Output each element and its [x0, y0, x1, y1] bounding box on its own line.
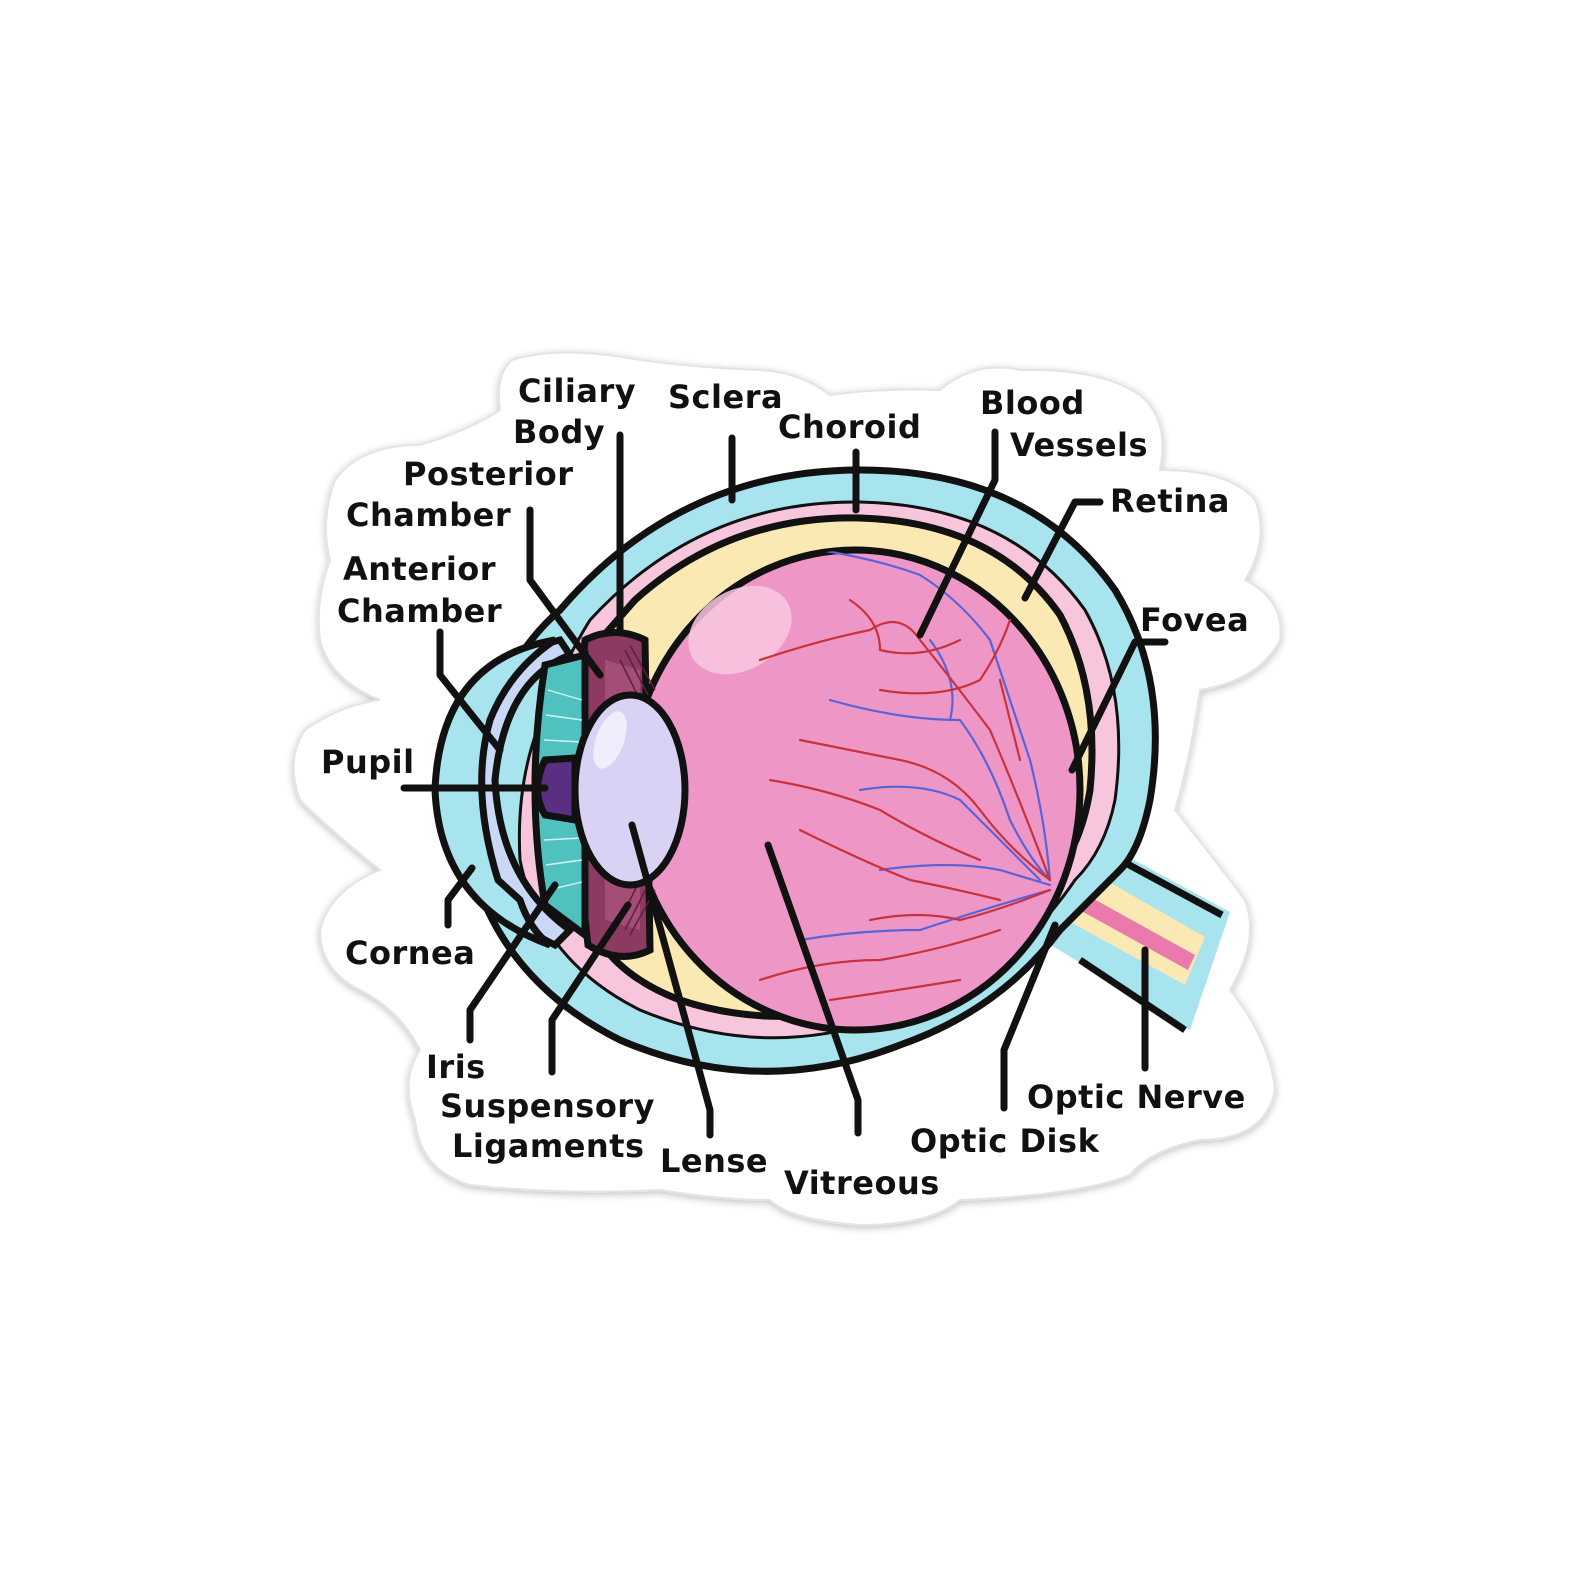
- labels: Ciliary Body Sclera Choroid Blood Vessel…: [321, 372, 1249, 1202]
- label-cornea: Cornea: [345, 934, 475, 972]
- leader-suspensory-ligaments: [548, 901, 632, 1076]
- label-iris: Iris: [426, 1048, 486, 1086]
- leader-vitreous: [764, 841, 862, 1137]
- label-sclera: Sclera: [668, 378, 783, 416]
- label-fovea: Fovea: [1140, 601, 1249, 639]
- leader-retina: [1021, 498, 1104, 602]
- leader-iris: [466, 881, 559, 1044]
- label-optic-nerve: Optic Nerve: [1027, 1078, 1246, 1116]
- label-vitreous: Vitreous: [784, 1164, 940, 1202]
- label-posterior-chamber-line1: Posterior: [403, 455, 574, 493]
- label-suspensory-ligaments-line1: Suspensory: [440, 1087, 655, 1125]
- cornea-shape: [431, 636, 576, 950]
- label-lense: Lense: [660, 1142, 768, 1180]
- leader-lines: [400, 428, 1169, 1139]
- leader-fovea: [1068, 638, 1169, 774]
- leader-anterior-chamber: [436, 628, 504, 754]
- leader-lense: [628, 821, 714, 1139]
- leader-optic-disk: [1000, 921, 1059, 1112]
- label-choroid: Choroid: [778, 408, 921, 446]
- label-blood-vessels-line1: Blood: [980, 384, 1085, 422]
- label-posterior-chamber-line2: Chamber: [346, 496, 511, 534]
- lens-shape: [571, 691, 689, 889]
- label-blood-vessels-line2: Vessels: [1010, 426, 1148, 464]
- label-ciliary-body-line2: Body: [513, 413, 605, 451]
- leader-blood-vessels: [916, 428, 999, 639]
- label-anterior-chamber-line2: Chamber: [337, 592, 502, 630]
- vitreous-shape: [626, 546, 1084, 1034]
- label-anterior-chamber-line1: Anterior: [343, 550, 496, 588]
- label-suspensory-ligaments-line2: Ligaments: [452, 1127, 645, 1165]
- blood-vessels-network: [758, 550, 1052, 1002]
- label-retina: Retina: [1110, 482, 1230, 520]
- label-pupil: Pupil: [321, 743, 415, 781]
- pupil-shape: [534, 754, 579, 825]
- leader-posterior-chamber: [526, 506, 604, 679]
- label-ciliary-body-line1: Ciliary: [518, 372, 636, 410]
- label-optic-disk: Optic Disk: [910, 1122, 1100, 1160]
- leader-cornea: [444, 864, 476, 929]
